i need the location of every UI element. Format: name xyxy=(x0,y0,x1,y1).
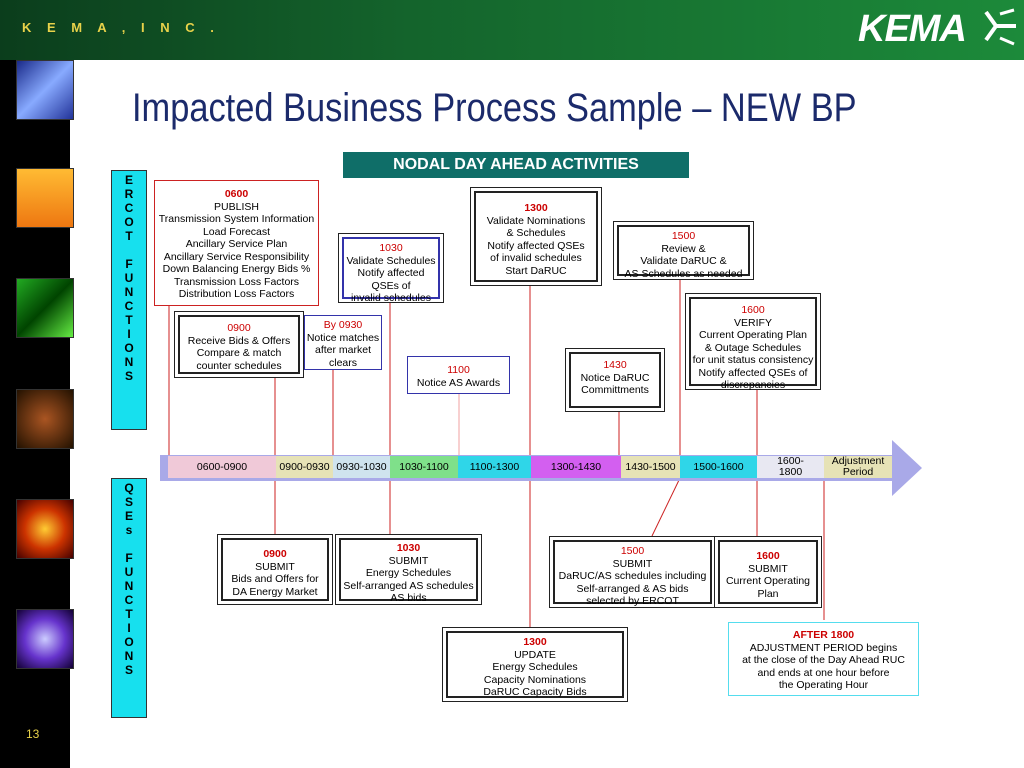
ercot-box-1500: 1500 Review & Validate DaRUC & AS Schedu… xyxy=(613,221,754,280)
kema-logo: KEMA xyxy=(858,8,967,50)
header-bar: K E M A , I N C . KEMA xyxy=(0,0,1024,60)
timeline-segment: 0930-1030 xyxy=(333,456,390,478)
thumbnail-wind-turbine-image xyxy=(16,168,74,228)
thumbnail-circuit-board-image xyxy=(16,278,74,338)
ercot-box-0600: 0600 PUBLISH Transmission System Informa… xyxy=(154,180,319,306)
thumbnail-fire-image xyxy=(16,499,74,559)
qses-functions-label: Q S E s F U N C T I O N S xyxy=(111,478,147,718)
ercot-box-1030: 1030 Validate Schedules Notify affected … xyxy=(338,233,444,304)
ercot-functions-label: E R C O T F U N C T I O N S xyxy=(111,170,147,430)
section-banner: NODAL DAY AHEAD ACTIVITIES xyxy=(343,152,689,178)
ercot-box-1300: 1300 Validate Nominations & Schedules No… xyxy=(470,187,602,286)
ercot-box-0930: By 0930 Notice matches after market clea… xyxy=(304,315,382,370)
ercot-box-1600: 1600 VERIFY Current Operating Plan & Out… xyxy=(685,293,821,391)
thumbnail-fiber-optic-image xyxy=(16,609,74,669)
qse-box-0900: 0900 SUBMIT Bids and Offers for DA Energ… xyxy=(217,534,333,605)
timeline-segment: 0600-0900 xyxy=(168,456,276,478)
timeline-segment: 1030-1100 xyxy=(390,456,458,478)
timeline-segment: 0900-0930 xyxy=(276,456,333,478)
timeline-segment: 1100-1300 xyxy=(458,456,531,478)
thumbnail-globe-image xyxy=(16,389,74,449)
timeline-segment: 1300-1430 xyxy=(531,456,621,478)
qse-box-1030: 1030 SUBMIT Energy Schedules Self-arrang… xyxy=(335,534,482,605)
timeline-segment: Adjustment Period xyxy=(824,456,892,478)
company-name: K E M A , I N C . xyxy=(22,20,220,35)
qse-box-after-1800: AFTER 1800 ADJUSTMENT PERIOD begins at t… xyxy=(728,622,919,696)
page-title: Impacted Business Process Sample – NEW B… xyxy=(132,86,857,130)
qse-box-1500: 1500 SUBMIT DaRUC/AS schedules including… xyxy=(549,536,716,608)
ercot-box-1430: 1430 Notice DaRUC Committments xyxy=(565,348,665,412)
timeline-segment: 1430-1500 xyxy=(621,456,680,478)
qse-box-1300: 1300 UPDATE Energy Schedules Capacity No… xyxy=(442,627,628,702)
kema-logo-mark-icon xyxy=(984,8,1016,46)
ercot-box-1100: 1100 Notice AS Awards xyxy=(407,356,510,394)
timeline-segment: 1600- 1800 xyxy=(757,456,824,478)
qse-box-1600: 1600 SUBMIT Current Operating Plan xyxy=(714,536,822,608)
thumbnail-network-image xyxy=(16,60,74,120)
timeline-segment: 1500-1600 xyxy=(680,456,757,478)
slide-number: 13 xyxy=(26,727,40,741)
ercot-box-0900: 0900 Receive Bids & Offers Compare & mat… xyxy=(174,311,304,378)
